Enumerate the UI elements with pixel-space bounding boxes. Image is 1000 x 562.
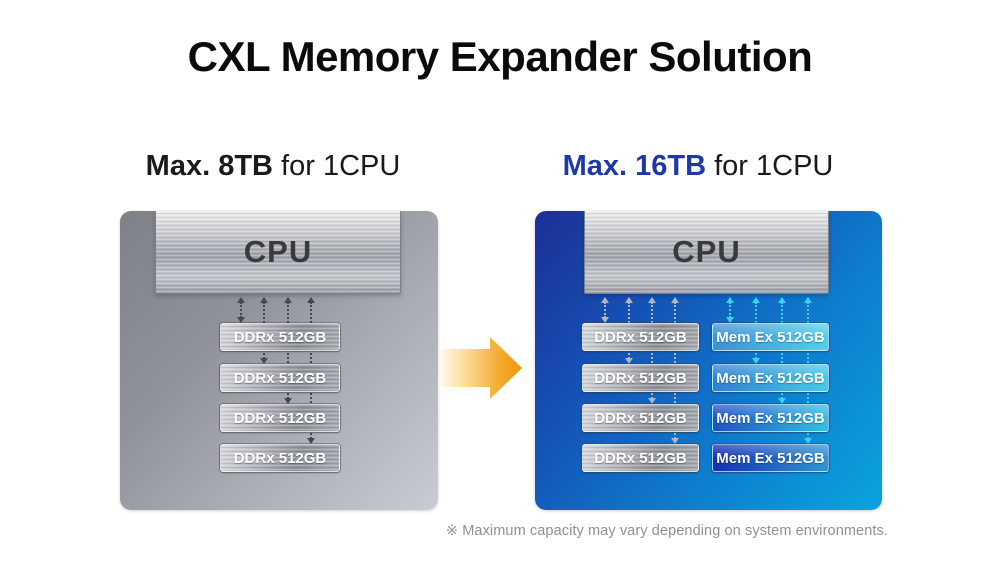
- cpu-ddr-link-arrow: [601, 297, 611, 323]
- cpu-block: CPU: [584, 211, 829, 294]
- right-capacity-suffix: for 1CPU: [706, 150, 834, 182]
- cpu-label: CPU: [672, 234, 741, 269]
- ddr-module: DDRx 512GB: [582, 444, 699, 472]
- cpu-ddr-link-arrow: [237, 297, 247, 323]
- footnote: ※ Maximum capacity may vary depending on…: [445, 523, 888, 539]
- memex-module: Mem Ex 512GB: [712, 404, 829, 432]
- right-board-panel: CPU DDRx 512GB DDRx 512GB DDRx 512GB DDR…: [535, 211, 882, 510]
- ddr-module: DDRx 512GB: [220, 364, 340, 392]
- memex-module: Mem Ex 512GB: [712, 323, 829, 351]
- page-title: CXL Memory Expander Solution: [187, 33, 813, 80]
- cpu-memex-link-arrow: [726, 297, 736, 323]
- left-capacity-suffix: for 1CPU: [273, 150, 401, 182]
- ddr-module: DDRx 512GB: [582, 323, 699, 351]
- ddr-module: DDRx 512GB: [220, 444, 340, 472]
- cpu-block: CPU: [155, 211, 401, 294]
- left-board-panel: CPU DDRx 512GB DDRx 512GB DDRx 512GB DDR…: [120, 211, 438, 510]
- ddr-module: DDRx 512GB: [582, 404, 699, 432]
- ddr-module: DDRx 512GB: [220, 323, 340, 351]
- left-capacity-heading: Max. 8TB for 1CPU: [73, 150, 473, 183]
- cpu-label: CPU: [243, 234, 313, 269]
- ddr-module: DDRx 512GB: [582, 364, 699, 392]
- left-capacity-value: Max. 8TB: [145, 150, 273, 182]
- memex-module: Mem Ex 512GB: [712, 444, 829, 472]
- ddr-module: DDRx 512GB: [220, 404, 340, 432]
- right-capacity-heading: Max. 16TB for 1CPU: [498, 150, 898, 183]
- right-capacity-value: Max. 16TB: [562, 150, 707, 182]
- transition-arrow-icon: [440, 337, 522, 399]
- memex-module: Mem Ex 512GB: [712, 364, 829, 392]
